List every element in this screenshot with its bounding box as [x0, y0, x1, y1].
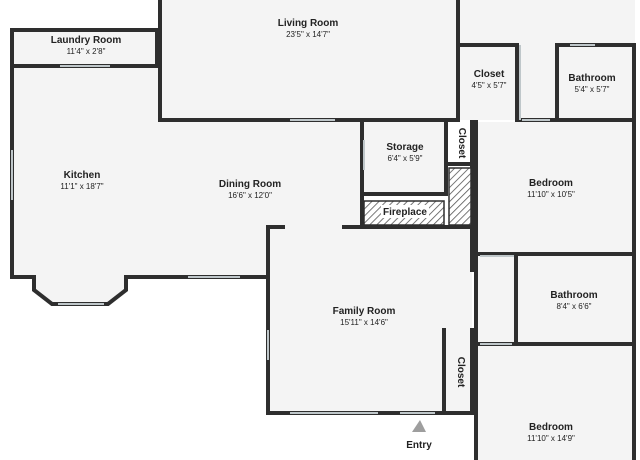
fireplace-label-bg [381, 205, 429, 218]
room-kitchen-name: Kitchen [64, 170, 101, 181]
room-bedroom-2-name: Bedroom [529, 422, 573, 433]
windows [11, 44, 595, 414]
room-bedroom-2-dims: 11'10" x 14'9" [527, 434, 575, 443]
entry-arrow-icon [412, 420, 426, 432]
room-family-dims: 15'11" x 14'6" [340, 318, 388, 327]
entry-label: Entry [406, 440, 432, 451]
room-closet-1-dims: 4'5" x 5'7" [472, 81, 507, 90]
room-living-name: Living Room [278, 18, 339, 29]
room-bedroom-1-name: Bedroom [529, 178, 573, 189]
room-laundry-dims: 11'4" x 2'8" [67, 47, 106, 56]
room-closet-2-name: Closet [456, 128, 467, 159]
room-bathroom-1-dims: 5'4" x 5'7" [575, 85, 610, 94]
walls [10, 0, 636, 460]
room-storage-name: Storage [386, 142, 424, 153]
room-bathroom-2-name: Bathroom [550, 290, 597, 301]
room-closet-3-name: Closet [455, 357, 466, 388]
room-bedroom-2: Bedroom 11'10" x 14'9" [527, 422, 575, 443]
floor-areas [12, 0, 635, 460]
room-closet-1: Closet 4'5" x 5'7" [472, 69, 507, 90]
room-laundry-name: Laundry Room [51, 35, 122, 46]
room-kitchen: Kitchen 11'1" x 18'7" [60, 170, 103, 191]
fireplace-chimney [448, 167, 472, 226]
room-bathroom-2-dims: 8'4" x 6'6" [557, 302, 592, 311]
fireplace-label: Fireplace [383, 207, 427, 218]
room-storage-dims: 6'4" x 5'9" [388, 154, 423, 163]
room-storage: Storage 6'4" x 5'9" [386, 142, 424, 163]
room-dining-dims: 16'6" x 12'0" [228, 191, 272, 200]
room-dining: Dining Room 16'6" x 12'0" [219, 179, 281, 200]
room-bathroom-1: Bathroom 5'4" x 5'7" [568, 73, 615, 94]
room-closet-1-name: Closet [474, 69, 505, 80]
room-living: Living Room 23'5" x 14'7" [278, 18, 339, 39]
room-family-name: Family Room [333, 306, 396, 317]
room-laundry: Laundry Room 11'4" x 2'8" [51, 35, 122, 56]
room-bedroom-1: Bedroom 11'10" x 10'5" [527, 178, 575, 199]
room-living-dims: 23'5" x 14'7" [286, 30, 330, 39]
room-bathroom-2: Bathroom 8'4" x 6'6" [550, 290, 597, 311]
room-dining-name: Dining Room [219, 179, 281, 190]
room-bedroom-1-dims: 11'10" x 10'5" [527, 190, 575, 199]
room-family: Family Room 15'11" x 14'6" [333, 306, 396, 327]
room-bathroom-1-name: Bathroom [568, 73, 615, 84]
room-kitchen-dims: 11'1" x 18'7" [60, 182, 103, 191]
